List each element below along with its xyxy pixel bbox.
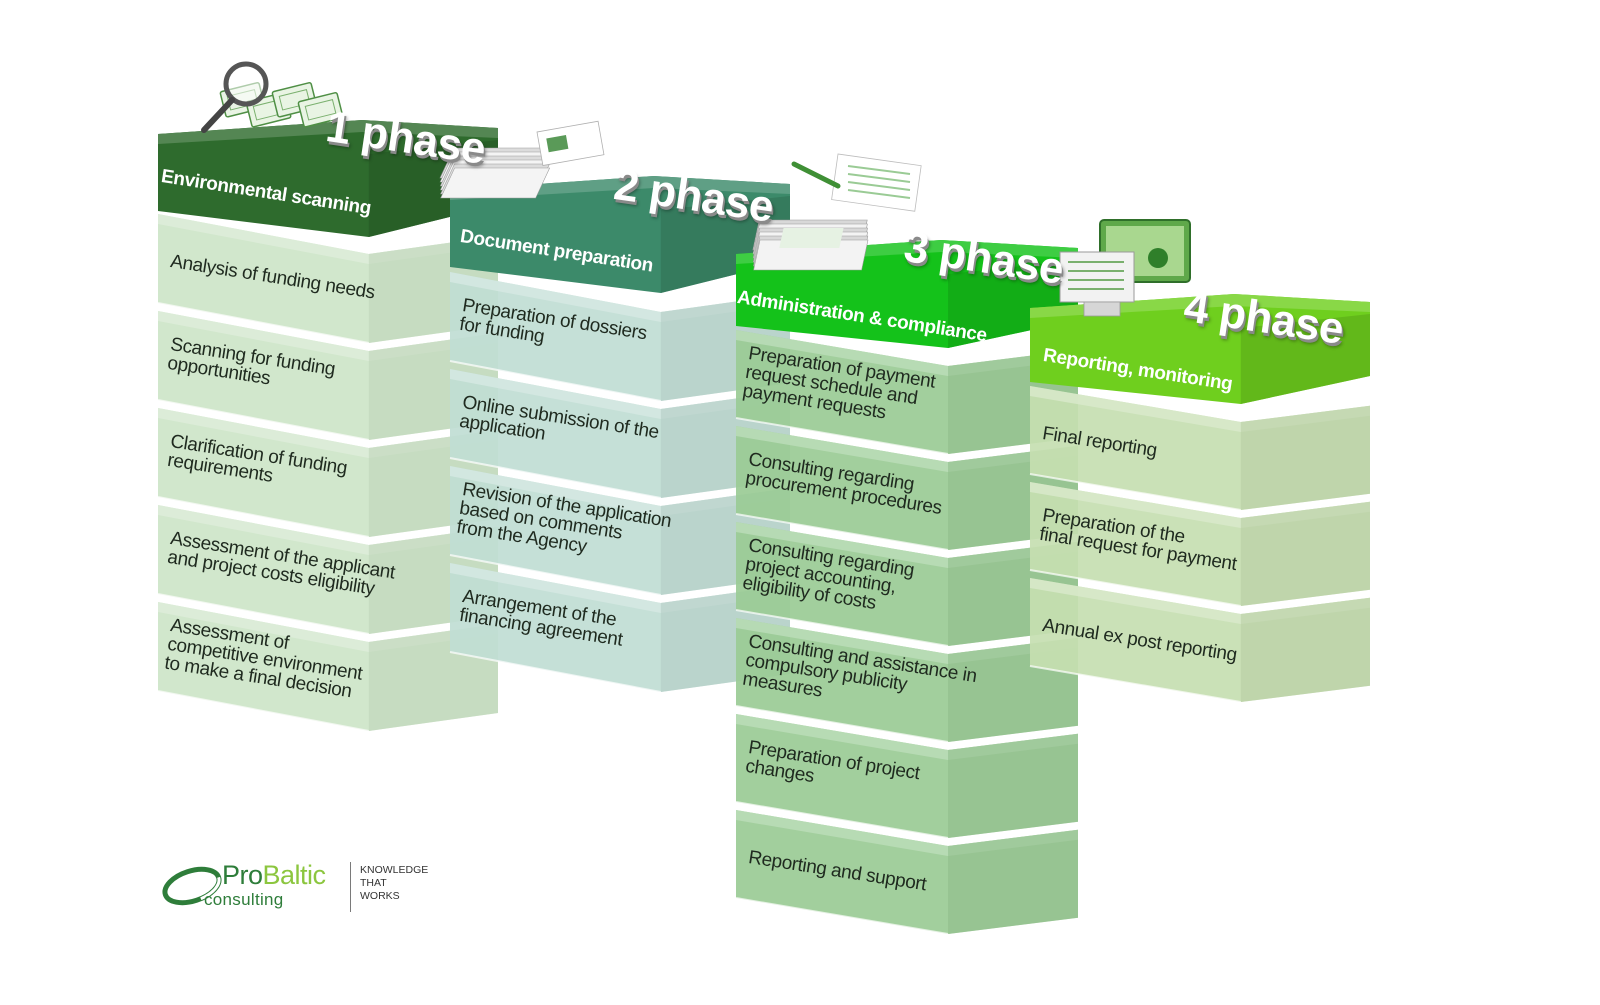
phase-4-step-2 [1029, 482, 1370, 607]
swoosh-icon [162, 866, 222, 906]
logo-name-pro: Pro [222, 860, 263, 890]
phase-4-step-1 [1029, 386, 1370, 511]
phase-4-step-3 [1029, 578, 1370, 703]
logo-subtitle: consulting [204, 890, 284, 909]
logo-divider [350, 862, 351, 912]
logo-name: ProBaltic [222, 860, 326, 891]
phase-3-step-6 [735, 810, 1078, 935]
company-logo: ProBaltic consulting KNOWLEDGE THAT WORK… [160, 858, 460, 918]
phase-column-4 [1029, 294, 1370, 703]
logo-name-baltic: Baltic [262, 860, 327, 890]
phase-3-step-5 [735, 714, 1078, 839]
monitor-report-icon [1059, 219, 1191, 317]
money-magnifier-icon [201, 61, 344, 133]
phase-column-3 [735, 240, 1078, 935]
document-stack-icon [439, 120, 605, 199]
report-pencil-icon [752, 153, 922, 271]
phase-3-step-4 [735, 618, 1078, 743]
logo-tagline: KNOWLEDGE THAT WORKS [360, 864, 429, 902]
